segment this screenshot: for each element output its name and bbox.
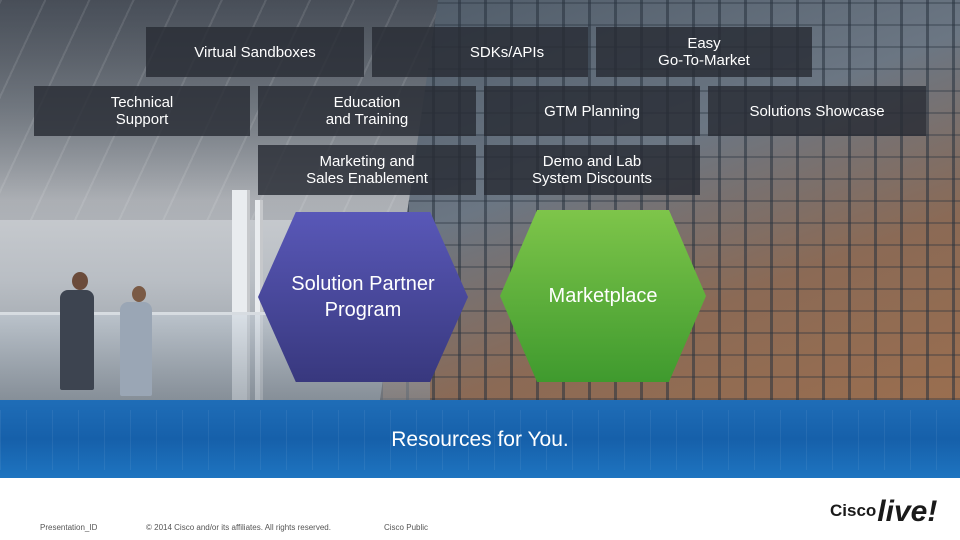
- person-head: [132, 286, 146, 302]
- tile-easy-go-to-market: Easy Go-To-Market: [596, 27, 812, 77]
- person-head: [72, 272, 88, 290]
- cisco-live-logo: Cisco live!: [830, 482, 945, 527]
- tile-marketing-sales: Marketing and Sales Enablement: [258, 145, 476, 195]
- tile-label: GTM Planning: [544, 102, 640, 120]
- tile-label: SDKs/APIs: [469, 43, 545, 61]
- tile-technical-support: Technical Support: [34, 86, 250, 136]
- slide-footer: Presentation_ID © 2014 Cisco and/or its …: [0, 478, 960, 540]
- hexagon-label: Marketplace: [548, 285, 658, 307]
- tile-label: Marketing and Sales Enablement: [306, 153, 428, 187]
- tile-solutions-showcase: Solutions Showcase: [708, 86, 926, 136]
- classification-label: Cisco Public: [384, 523, 429, 532]
- logo-brand-text: Cisco: [830, 501, 877, 520]
- hexagon-solution-partner-program: Solution Partner Program: [258, 212, 468, 382]
- tile-label: Education and Training: [325, 94, 409, 128]
- hexagon-label: Solution Partner Program: [291, 273, 435, 321]
- column: [255, 200, 263, 400]
- presentation-id: Presentation_ID: [40, 523, 98, 532]
- logo-event-text: live!: [877, 495, 938, 528]
- hexagon-marketplace: Marketplace: [500, 210, 706, 382]
- tile-sdks-apis: SDKs/APIs: [372, 27, 588, 77]
- person-body: [60, 290, 94, 390]
- tile-label: Demo and Lab System Discounts: [531, 153, 653, 187]
- tile-label: Solutions Showcase: [749, 102, 885, 120]
- tile-label: Technical Support: [110, 94, 174, 128]
- copyright-notice: © 2014 Cisco and/or its affiliates. All …: [146, 523, 331, 532]
- resources-band: Resources for You.: [0, 400, 960, 478]
- tile-demo-lab: Demo and Lab System Discounts: [484, 145, 700, 195]
- tile-virtual-sandboxes: Virtual Sandboxes: [146, 27, 364, 77]
- tile-label: Easy Go-To-Market: [658, 35, 750, 69]
- tile-label: Virtual Sandboxes: [194, 43, 316, 61]
- person-body: [120, 302, 152, 396]
- tile-gtm-planning: GTM Planning: [484, 86, 700, 136]
- band-title: Resources for You.: [391, 428, 569, 451]
- tile-education-training: Education and Training: [258, 86, 476, 136]
